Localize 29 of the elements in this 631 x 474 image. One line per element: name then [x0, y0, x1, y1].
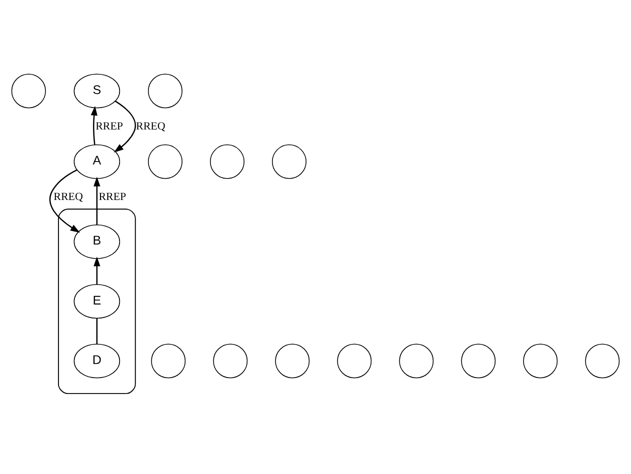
node-circle [272, 144, 306, 179]
node-ellipse: S [74, 74, 120, 108]
node-circle [337, 344, 372, 378]
node-circle [11, 74, 46, 108]
arrow [94, 256, 100, 284]
node-circle [213, 344, 248, 378]
node-ellipse: E [74, 284, 120, 319]
edge-label: RREP [98, 190, 126, 203]
edge-label: RREQ [54, 190, 83, 203]
node-ellipse: B [74, 224, 120, 259]
node-ellipse: D [74, 344, 120, 378]
arrow [114, 100, 136, 152]
connector [96, 318, 98, 344]
node-circle [151, 344, 186, 378]
node-circle [461, 344, 496, 378]
node-circle [148, 144, 182, 179]
node-circle [210, 144, 244, 179]
node-circle [275, 344, 310, 378]
arrow [90, 106, 98, 145]
cluster [58, 208, 136, 394]
node-circle [523, 344, 558, 378]
edge-label: RREQ [136, 120, 166, 132]
node-circle [585, 344, 620, 378]
node-circle [399, 344, 434, 378]
node-ellipse: A [74, 144, 120, 179]
edge-label: RREP [96, 120, 123, 132]
arrow [94, 176, 100, 225]
arrow [49, 169, 80, 233]
node-circle [148, 74, 182, 108]
